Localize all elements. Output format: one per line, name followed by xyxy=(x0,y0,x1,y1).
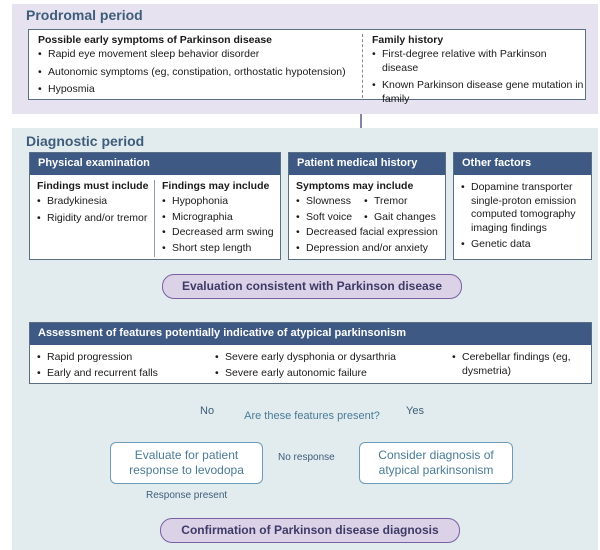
atypical-parkinsonism-box: Consider diagnosis of atypical parkinson… xyxy=(359,442,513,484)
list-item: Decreased facial expression xyxy=(296,226,446,240)
atypical-assessment-header: Assessment of features potentially indic… xyxy=(30,323,591,345)
other-factors-box: Other factors Dopamine transporter singl… xyxy=(453,152,592,260)
family-history-list: First-degree relative with Parkinson dis… xyxy=(372,48,584,106)
physical-exam-box: Physical examination Findings must inclu… xyxy=(29,152,281,260)
medical-history-box: Patient medical history Symptoms may inc… xyxy=(288,152,446,260)
response-present-label: Response present xyxy=(146,490,228,501)
list-item: Rapid progression xyxy=(37,351,207,365)
symptoms-list-right: Tremor Gait changes xyxy=(364,195,446,224)
list-item: Early and recurrent falls xyxy=(37,367,207,381)
symptoms-heading: Symptoms may include xyxy=(296,180,414,192)
atypical-col-1: Rapid progression Early and recurrent fa… xyxy=(37,351,207,380)
list-item: First-degree relative with Parkinson dis… xyxy=(372,48,584,75)
list-item: Known Parkinson disease gene mutation in… xyxy=(372,79,584,106)
list-item: Slowness xyxy=(296,195,366,209)
list-item: Dopamine transporter single-proton emiss… xyxy=(461,181,589,235)
list-item: Hyposmia xyxy=(38,83,366,97)
list-item: Bradykinesia xyxy=(37,195,149,209)
list-item: Rigidity and/or tremor xyxy=(37,212,149,226)
list-item: Severe early autonomic failure xyxy=(215,367,455,381)
list-item: Micrographia xyxy=(162,211,280,225)
diagnostic-title: Diagnostic period xyxy=(26,133,145,149)
no-response-label: No response xyxy=(278,452,335,463)
yes-label: Yes xyxy=(406,405,424,417)
decision-text: Are these features present? xyxy=(244,410,380,422)
atypical-assessment-box: Assessment of features potentially indic… xyxy=(29,322,592,384)
atypical-col-3: Cerebellar findings (eg, dysmetria) xyxy=(452,351,588,378)
list-item: Severe early dysphonia or dysarthria xyxy=(215,351,455,365)
symptoms-list-left: Slowness Soft voice xyxy=(296,195,366,224)
other-factors-header: Other factors xyxy=(454,153,591,175)
physical-exam-header: Physical examination xyxy=(30,153,280,175)
list-item: Soft voice xyxy=(296,211,366,225)
vertical-divider xyxy=(362,34,363,98)
may-include-heading: Findings may include xyxy=(162,180,270,192)
prodromal-title: Prodromal period xyxy=(26,7,143,23)
symptoms-list-full: Decreased facial expression Depression a… xyxy=(296,226,446,255)
list-item: Decreased arm swing xyxy=(162,226,280,240)
early-symptoms-list: Rapid eye movement sleep behavior disord… xyxy=(38,48,366,97)
column-divider xyxy=(154,180,155,257)
medical-history-header: Patient medical history xyxy=(289,153,445,175)
list-item: Rapid eye movement sleep behavior disord… xyxy=(38,48,366,62)
list-item: Hypophonia xyxy=(162,195,280,209)
must-include-heading: Findings must include xyxy=(37,180,149,192)
atypical-col-2: Severe early dysphonia or dysarthria Sev… xyxy=(215,351,455,380)
list-item: Tremor xyxy=(364,195,446,209)
family-history-heading: Family history xyxy=(372,34,444,46)
no-label: No xyxy=(200,405,215,417)
confirmation-pill: Confirmation of Parkinson disease diagno… xyxy=(160,518,460,543)
evaluation-pill: Evaluation consistent with Parkinson dis… xyxy=(162,274,462,299)
prodromal-box: Possible early symptoms of Parkinson dis… xyxy=(28,29,586,105)
list-item: Depression and/or anxiety xyxy=(296,242,446,256)
must-include-list: Bradykinesia Rigidity and/or tremor xyxy=(37,195,149,225)
early-symptoms-heading: Possible early symptoms of Parkinson dis… xyxy=(38,34,273,46)
may-include-list: Hypophonia Micrographia Decreased arm sw… xyxy=(162,195,280,255)
list-item: Gait changes xyxy=(364,211,446,225)
list-item: Autonomic symptoms (eg, constipation, or… xyxy=(38,66,366,80)
levodopa-box: Evaluate for patient response to levodop… xyxy=(110,442,263,484)
list-item: Short step length xyxy=(162,242,280,256)
list-item: Genetic data xyxy=(461,238,589,252)
list-item: Cerebellar findings (eg, dysmetria) xyxy=(452,351,588,378)
other-factors-list: Dopamine transporter single-proton emiss… xyxy=(461,181,589,252)
